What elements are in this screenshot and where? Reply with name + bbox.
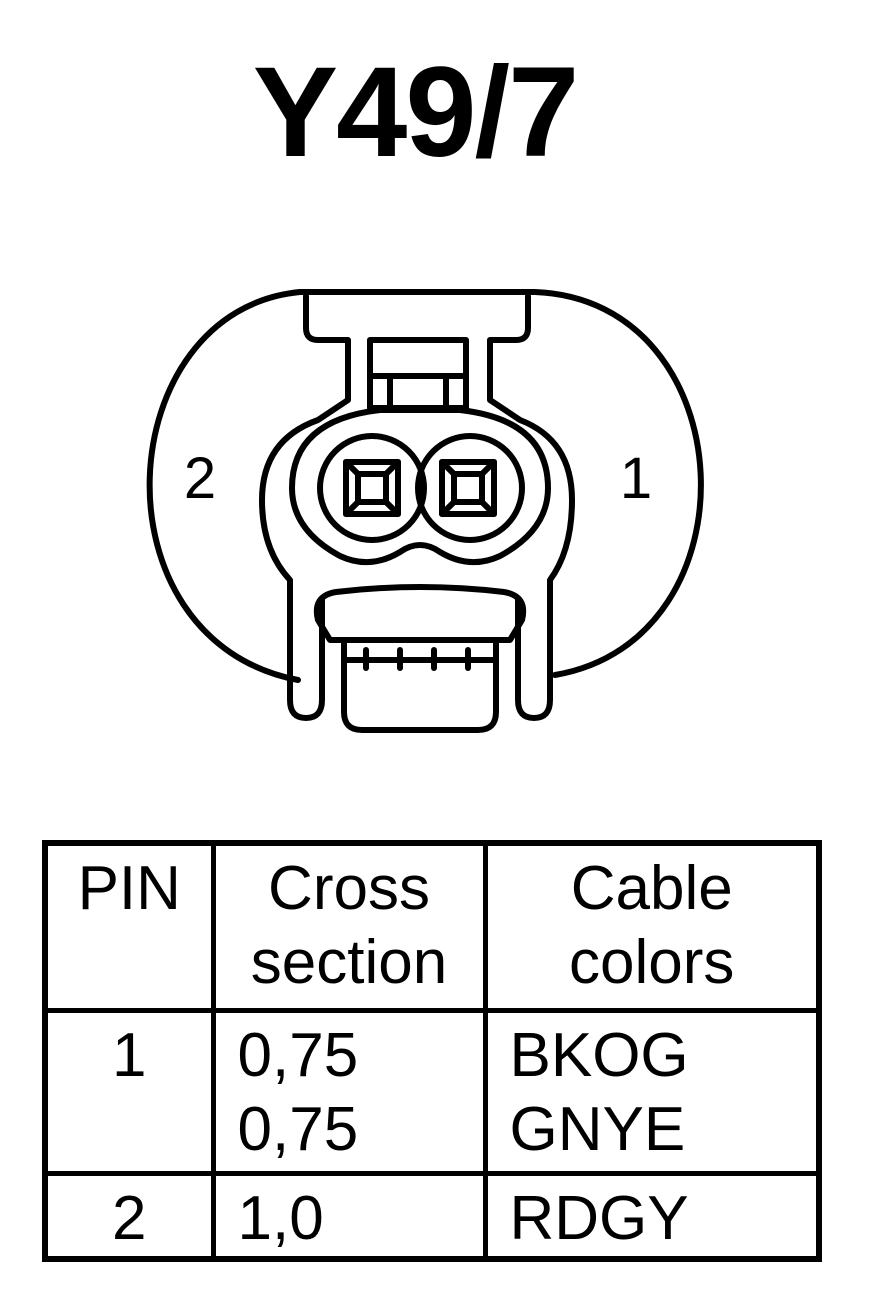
row-2-cable-colors: RDGY: [482, 1171, 822, 1262]
pin-1-bore: [415, 433, 525, 543]
header-pin: PIN: [42, 840, 216, 1013]
row-1-cable-colors: BKOG GNYE: [482, 1008, 822, 1176]
top-tab: [259, 293, 351, 721]
pin-2-label: 2: [184, 446, 216, 511]
table-row: 2 1,0 RDGY: [42, 1171, 822, 1262]
pin-1-terminal: [439, 459, 497, 517]
pin-2-terminal: [343, 459, 401, 517]
pin-2-bore: [317, 433, 427, 543]
pin-1-label: 1: [620, 446, 652, 511]
connector-title: Y49/7: [252, 41, 580, 184]
row-1-cross-section: 0,75 0,75: [210, 1008, 488, 1176]
header-cable-colors: Cable colors: [482, 840, 822, 1013]
table-header-row: PIN Cross section Cable colors: [42, 840, 822, 1013]
table-row: 1 0,75 0,75 BKOG GNYE: [42, 1008, 822, 1176]
bottom-latch: [313, 584, 527, 643]
row-1-pin: 1: [42, 1008, 216, 1176]
pin-assignment-table: PIN Cross section Cable colors 1 0,75 0,…: [42, 840, 822, 1262]
header-cross-section: Cross section: [210, 840, 488, 1013]
housing-outline: [146, 289, 704, 683]
row-2-cross-section: 1,0: [210, 1171, 488, 1262]
socket-outline: [289, 407, 551, 566]
connector-diagram: 2 1: [146, 289, 704, 733]
row-2-pin: 2: [42, 1171, 216, 1262]
